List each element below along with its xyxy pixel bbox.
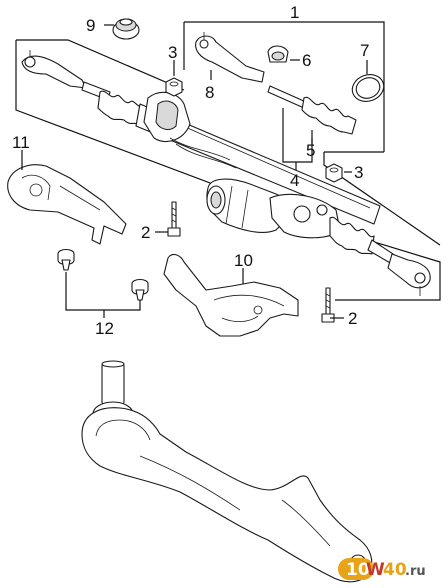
callout-3-lower: 3 <box>354 163 363 182</box>
callout-9: 9 <box>86 16 95 35</box>
part-7-ring <box>351 74 385 102</box>
part-12-screw-left <box>57 248 75 271</box>
part-4-inner-tie-rod <box>267 85 307 109</box>
part-9-grommet <box>112 18 140 40</box>
callout-11: 11 <box>12 133 30 152</box>
part-3-nut-upper <box>165 77 183 97</box>
watermark-text-domain: .ru <box>405 564 426 579</box>
part-11-heat-shield <box>7 164 127 245</box>
watermark-text-w: W <box>366 560 385 580</box>
callout-6: 6 <box>302 51 311 70</box>
callout-labels: 1 9 3 8 6 7 5 3 4 11 2 10 2 12 <box>12 3 369 338</box>
callout-2-right: 2 <box>348 309 357 328</box>
leader-lines <box>21 24 368 319</box>
watermark-text-2: 40 <box>383 560 407 580</box>
part-2-bolt-left <box>167 201 181 237</box>
callout-8: 8 <box>205 83 214 102</box>
part-5-boot <box>301 96 357 135</box>
part-3-nut-lower <box>325 163 343 183</box>
callout-5: 5 <box>306 141 315 160</box>
watermark-logo: 10 W 40 .ru <box>338 558 426 580</box>
tie-rod-end-detail-view <box>81 360 373 583</box>
callout-7: 7 <box>360 41 369 60</box>
callout-1: 1 <box>290 3 299 22</box>
callout-4: 4 <box>290 171 299 190</box>
callout-12: 12 <box>95 319 114 338</box>
part-10-heat-shield <box>163 253 299 337</box>
watermark-text-1: 10 <box>346 560 370 580</box>
steering-rack-assembly <box>21 50 431 296</box>
callout-10: 10 <box>234 251 253 270</box>
part-12-screw-right <box>131 278 149 301</box>
part-8-tie-rod-end <box>195 32 265 83</box>
part-6-clamp <box>267 45 289 63</box>
assembly-outline-box <box>15 21 441 301</box>
part-2-bolt-right <box>321 287 335 323</box>
callout-3-upper: 3 <box>168 43 177 62</box>
callout-2-left: 2 <box>141 223 150 242</box>
